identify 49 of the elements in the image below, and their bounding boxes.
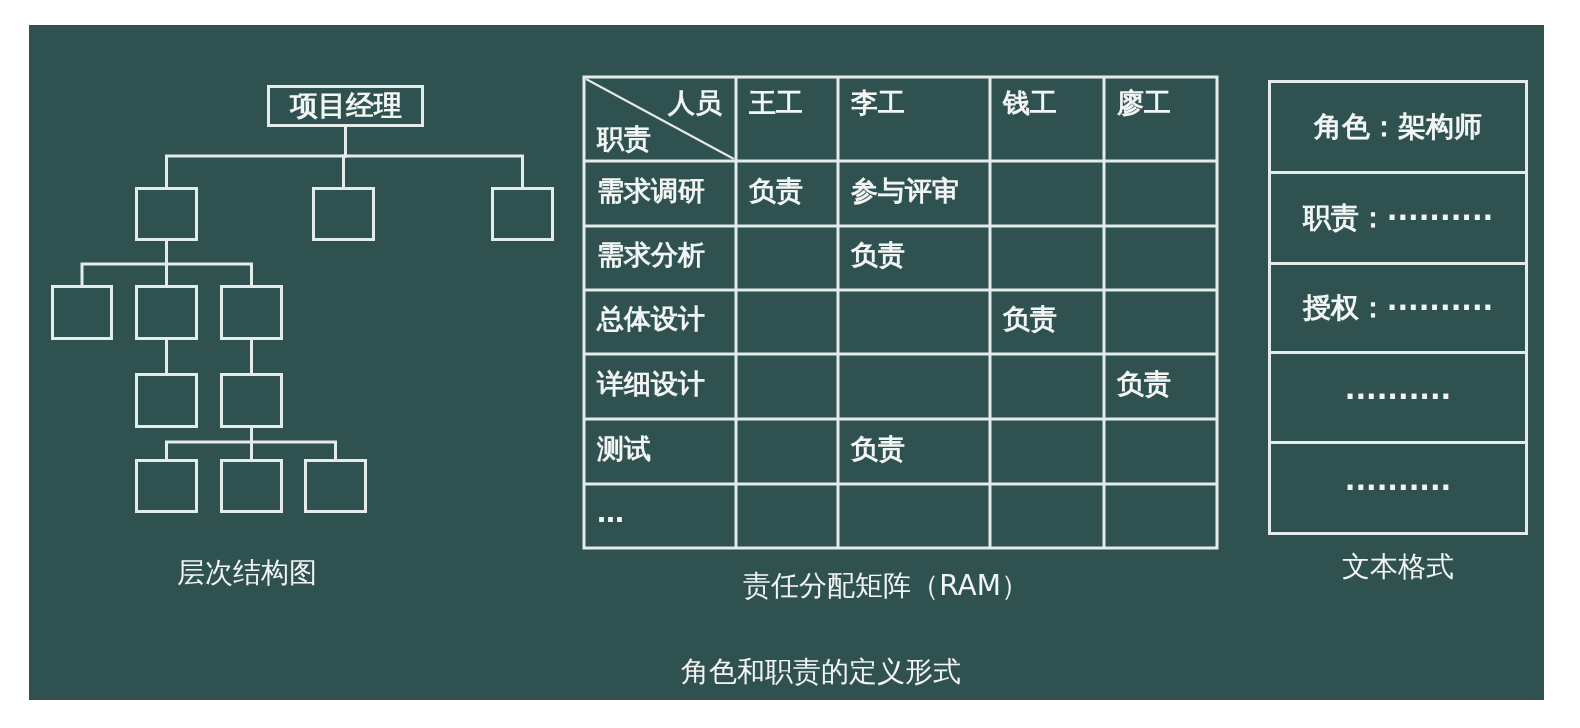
section-caption: 层次结构图 (177, 556, 317, 590)
definition-text: ·········· (1344, 381, 1452, 414)
section-caption: 责任分配矩阵（RAM） (743, 569, 1029, 603)
definition-text: 授权：·········· (1302, 291, 1494, 325)
org-chart-box (220, 373, 283, 428)
assignment-text: 负责 (851, 239, 905, 271)
definition-text: ·········· (1344, 471, 1452, 505)
row-heading: 详细设计 (597, 368, 705, 399)
column-heading: 李工 (851, 87, 905, 119)
assignment-text: 负责 (1003, 303, 1057, 335)
corner-heading: 职责 (597, 123, 651, 155)
figure-caption: 角色和职责的定义形式 (681, 655, 961, 689)
text-format-row (1268, 351, 1528, 444)
org-chart-box (51, 285, 113, 340)
assignment-text: 负责 (1117, 368, 1171, 399)
row-heading: 测试 (597, 433, 651, 464)
assignment-text: 负责 (749, 175, 803, 206)
org-chart-box (135, 459, 198, 513)
org-chart-box (304, 459, 367, 513)
corner-heading: 人员 (668, 87, 722, 119)
org-chart-box (312, 187, 375, 241)
connector-line (165, 241, 253, 285)
assignment-text: 参与评审 (851, 175, 959, 206)
column-heading: 王工 (749, 87, 803, 119)
org-chart-box (220, 459, 283, 513)
assignment-text: 负责 (851, 433, 905, 464)
text-format-row (1268, 441, 1528, 535)
row-heading: 需求调研 (597, 175, 705, 206)
definition-text: 角色：架构师 (1314, 110, 1482, 144)
role-title: 项目经理 (289, 89, 402, 123)
org-chart-box (135, 285, 198, 340)
column-heading: 廖工 (1117, 87, 1171, 119)
row-heading: … (597, 497, 624, 529)
definition-text: 职责：·········· (1302, 201, 1494, 235)
connector-line (250, 340, 253, 373)
connector-line (344, 127, 524, 187)
text-format-row (1268, 262, 1528, 354)
text-format-row (1268, 80, 1528, 174)
row-heading: 总体设计 (597, 303, 705, 335)
section-caption: 文本格式 (1342, 550, 1454, 584)
connector-line (165, 340, 168, 373)
column-heading: 钱工 (1003, 87, 1057, 119)
org-chart-box (491, 187, 554, 241)
text-format-row (1268, 171, 1528, 265)
org-chart-box (135, 187, 198, 241)
row-heading: 需求分析 (597, 239, 705, 271)
org-chart-box (267, 85, 424, 127)
org-chart-box (220, 285, 283, 340)
org-chart-box (135, 373, 198, 428)
